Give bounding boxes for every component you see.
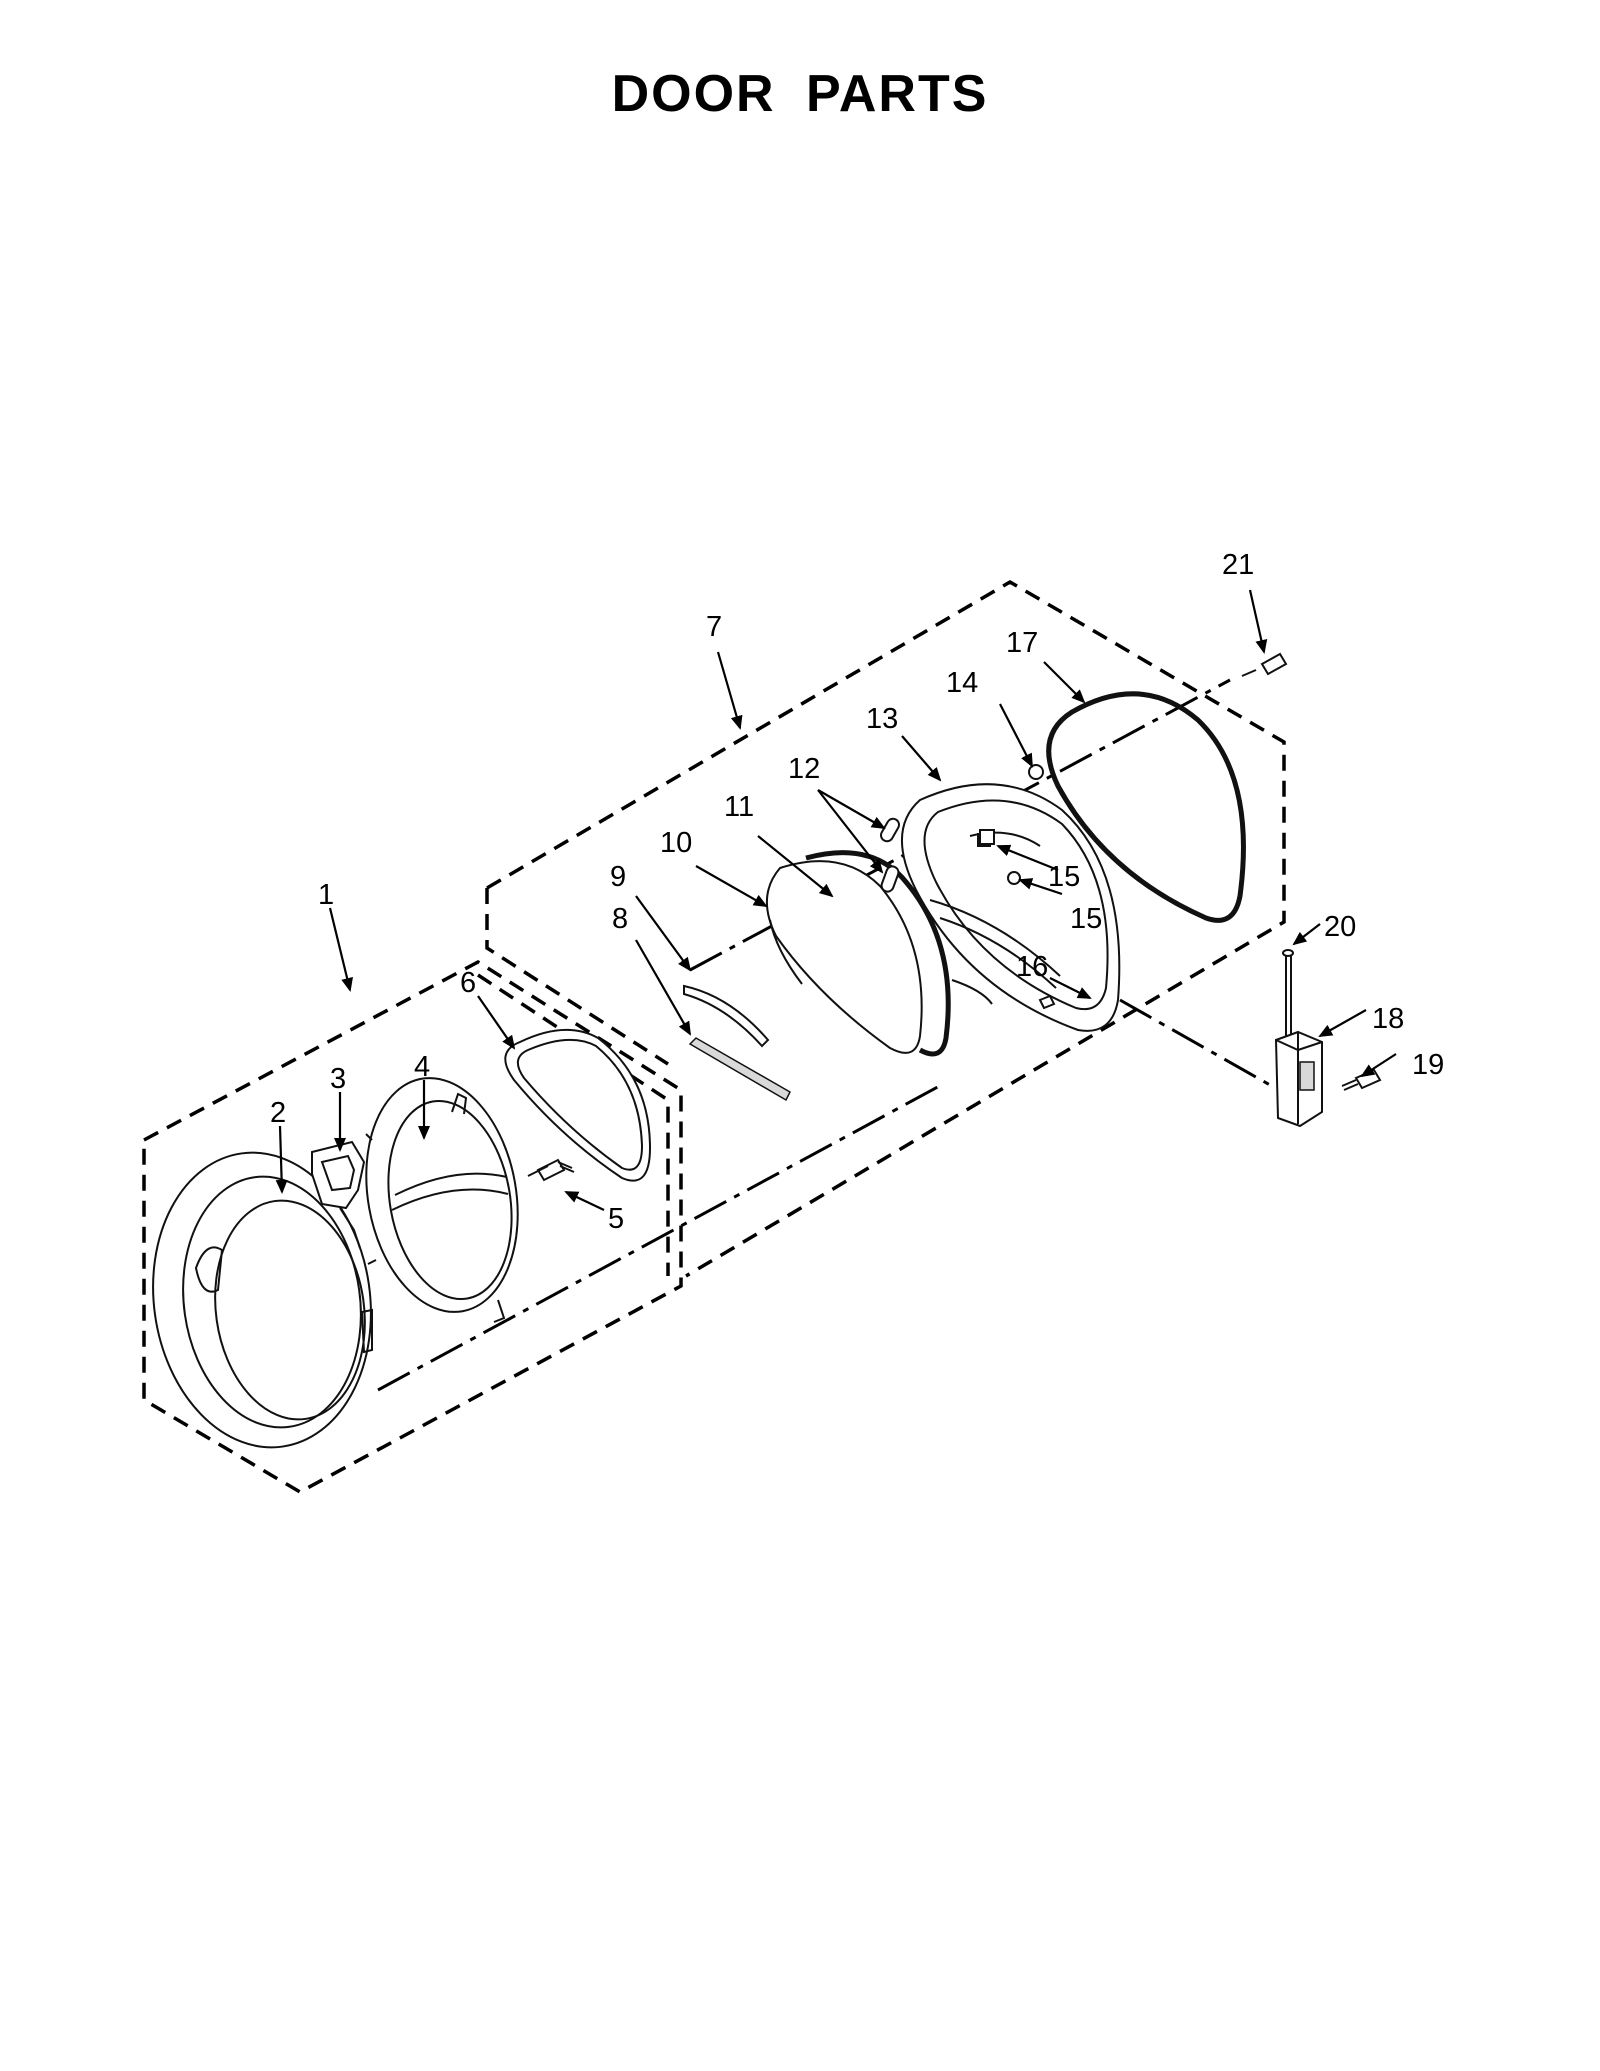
callout-5: 5 [608, 1203, 624, 1235]
callout-4: 4 [414, 1051, 430, 1083]
group-box-inner-door-return [485, 888, 669, 1066]
small-fasteners [979, 764, 1056, 1010]
screw-part-19 [1341, 1068, 1382, 1091]
door-inserts [880, 817, 900, 893]
callout-12: 12 [788, 753, 820, 785]
leader-arrows [275, 589, 1397, 1211]
callout-7: 7 [706, 611, 722, 643]
glass-clip [683, 984, 770, 1048]
callout-13: 13 [866, 703, 898, 735]
callout-21: 21 [1222, 549, 1254, 581]
callout-15-mid: 15 [1070, 903, 1102, 935]
screw-part-5 [527, 1158, 575, 1182]
callout-17: 17 [1006, 627, 1038, 659]
group-box-outer-door [142, 959, 683, 1495]
callout-11: 11 [724, 791, 754, 823]
door-inner-frame [365, 1077, 519, 1323]
door-gasket [1046, 691, 1246, 923]
seal-strip [688, 1037, 791, 1102]
callout-3: 3 [330, 1063, 346, 1095]
callout-labels: 1 2 3 4 5 6 7 8 9 10 11 12 13 14 15 15 1… [270, 549, 1444, 1235]
callout-6: 6 [460, 967, 476, 999]
callout-9: 9 [610, 861, 626, 893]
axis-line-lower [377, 1081, 946, 1392]
door-hinge [1274, 1030, 1323, 1128]
hinge-pin [1282, 949, 1294, 1040]
callout-2: 2 [270, 1097, 286, 1129]
glass-gasket [805, 850, 951, 1057]
callout-10: 10 [660, 827, 692, 859]
group-box-inner-door [486, 579, 1286, 1278]
axis-line-hinge [1119, 998, 1271, 1087]
group-box-outer-door-inner-edge [477, 973, 670, 1276]
screw-part-21 [1241, 652, 1288, 677]
handle-bracket [311, 1140, 366, 1249]
callout-15-top: 14 [946, 667, 978, 699]
page-title: DOOR PARTS [611, 65, 989, 123]
callout-20: 20 [1324, 911, 1356, 943]
callout-1: 1 [318, 879, 334, 911]
inner-door-panel [900, 783, 1121, 1032]
glass-retainer-ring [504, 1029, 652, 1182]
callout-19: 19 [1412, 1049, 1444, 1081]
door-outer-frame [152, 1151, 373, 1449]
callout-8: 8 [612, 903, 628, 935]
callout-18: 18 [1372, 1003, 1404, 1035]
callout-16: 16 [1016, 951, 1048, 983]
door-glass [765, 860, 923, 1054]
callout-14: 15 [1048, 861, 1080, 893]
